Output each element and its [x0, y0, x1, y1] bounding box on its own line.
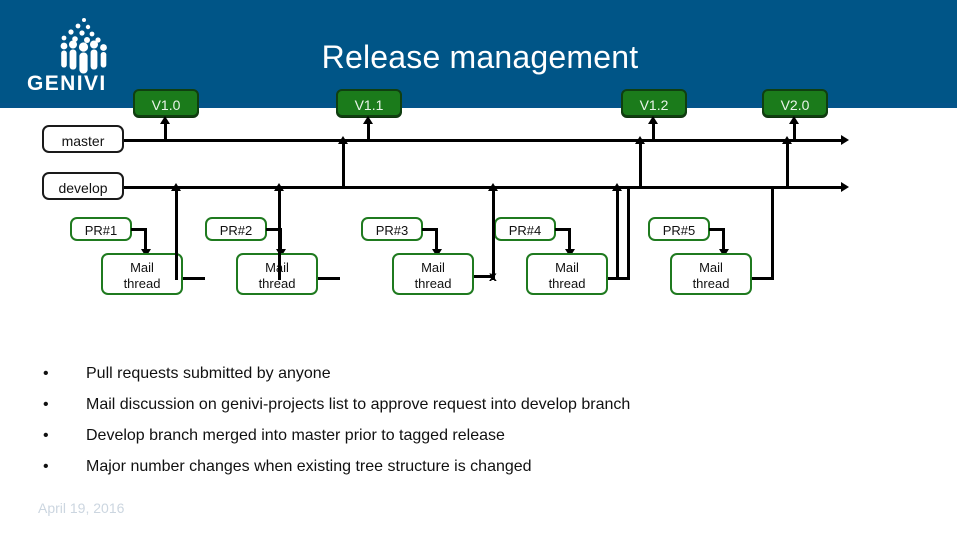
thread4-merge-h: [608, 277, 630, 280]
bullet-text: Develop branch merged into master prior …: [86, 427, 505, 444]
thread2-merge-arrowhead: [274, 183, 284, 191]
thread4-merge-v-left: [492, 189, 495, 280]
version-tag-v1-0[interactable]: V1.0: [133, 89, 199, 117]
mail-thread-line2: thread: [692, 276, 730, 291]
mail-thread-box-5[interactable]: Mail thread: [670, 253, 752, 295]
thread2-merge-v: [278, 189, 281, 280]
tag-arrowhead-v1-1: [363, 116, 373, 124]
pr4-to-thread-h: [555, 228, 571, 231]
bullet-text: Pull requests submitted by anyone: [86, 365, 331, 382]
thread1-merge-v: [175, 189, 178, 280]
merge-arrowhead-master-2: [635, 136, 645, 144]
tag-connector-v1-2: [652, 119, 655, 141]
bullet-marker: •: [43, 396, 49, 413]
thread5-merge-v-right: [771, 189, 774, 280]
genivi-logo-mark: [60, 18, 107, 74]
mail-thread-box-3[interactable]: Mail thread: [392, 253, 474, 295]
pr3-to-thread-v: [435, 228, 438, 250]
thread4-merge-arrowhead: [488, 183, 498, 191]
mail-thread-line1: Mail: [265, 260, 289, 275]
pr-box-1[interactable]: PR#1: [70, 217, 132, 241]
version-tag-v2-0[interactable]: V2.0: [762, 89, 828, 117]
mail-thread-line1: Mail: [130, 260, 154, 275]
branch-label-develop[interactable]: develop: [42, 172, 124, 200]
merge-develop-to-master-3: [786, 142, 789, 187]
slide-date: April 19, 2016: [38, 500, 125, 516]
master-branch-line: [124, 139, 843, 142]
mail-thread-box-1[interactable]: Mail thread: [101, 253, 183, 295]
genivi-logo: GENIVI: [22, 16, 152, 96]
thread5-merge-arrowhead: [612, 183, 622, 191]
tag-arrowhead-v1-0: [160, 116, 170, 124]
tag-arrowhead-v2-0: [789, 116, 799, 124]
thread5-merge-h: [752, 277, 774, 280]
bullet-text: Mail discussion on genivi-projects list …: [86, 396, 631, 413]
version-tag-v1-2[interactable]: V1.2: [621, 89, 687, 117]
pr1-to-thread-v: [144, 228, 147, 250]
list-item: • Pull requests submitted by anyone: [38, 358, 928, 389]
thread4-merge-v-right: [627, 189, 630, 280]
thread3-rejected-stub: [474, 275, 492, 278]
mail-thread-line2: thread: [548, 276, 586, 291]
develop-branch-line: [124, 186, 843, 189]
develop-branch-arrowhead: [841, 182, 849, 192]
header-accent-stripe: [0, 103, 957, 108]
merge-arrowhead-master-3: [782, 136, 792, 144]
merge-develop-to-master-2: [639, 142, 642, 187]
pr-box-2[interactable]: PR#2: [205, 217, 267, 241]
tag-connector-v2-0: [793, 119, 796, 141]
bullet-marker: •: [43, 365, 49, 382]
pr-box-5[interactable]: PR#5: [648, 217, 710, 241]
pr5-to-thread-h: [709, 228, 725, 231]
version-tag-v1-1[interactable]: V1.1: [336, 89, 402, 117]
mail-thread-box-2[interactable]: Mail thread: [236, 253, 318, 295]
master-branch-arrowhead: [841, 135, 849, 145]
page-title: Release management: [321, 39, 639, 75]
bullet-list: • Pull requests submitted by anyone • Ma…: [38, 358, 928, 482]
pr1-to-thread-h: [131, 228, 147, 231]
mail-thread-line1: Mail: [699, 260, 723, 275]
thread2-merge-h: [318, 277, 340, 280]
branch-label-master[interactable]: master: [42, 125, 124, 153]
genivi-wordmark: GENIVI: [27, 72, 107, 95]
mail-thread-line1: Mail: [555, 260, 579, 275]
bullet-text: Major number changes when existing tree …: [86, 458, 532, 475]
pr2-to-thread-h: [266, 228, 282, 231]
pr-box-3[interactable]: PR#3: [361, 217, 423, 241]
bullet-marker: •: [43, 427, 49, 444]
pr3-to-thread-h: [422, 228, 438, 231]
tag-connector-v1-1: [367, 119, 370, 141]
merge-arrowhead-master-1: [338, 136, 348, 144]
mail-thread-line2: thread: [258, 276, 296, 291]
thread1-merge-h: [183, 277, 205, 280]
list-item: • Mail discussion on genivi-projects lis…: [38, 389, 928, 420]
pr5-to-thread-v: [722, 228, 725, 250]
merge-develop-to-master-1: [342, 142, 345, 187]
thread5-merge-v-left: [616, 189, 619, 280]
mail-thread-line2: thread: [414, 276, 452, 291]
mail-thread-box-4[interactable]: Mail thread: [526, 253, 608, 295]
bullet-marker: •: [43, 458, 49, 475]
mail-thread-line2: thread: [123, 276, 161, 291]
pr-box-4[interactable]: PR#4: [494, 217, 556, 241]
thread1-merge-arrowhead: [171, 183, 181, 191]
tag-connector-v1-0: [164, 119, 167, 141]
list-item: • Develop branch merged into master prio…: [38, 420, 928, 451]
tag-arrowhead-v1-2: [648, 116, 658, 124]
pr4-to-thread-v: [568, 228, 571, 250]
list-item: • Major number changes when existing tre…: [38, 451, 928, 482]
mail-thread-line1: Mail: [421, 260, 445, 275]
